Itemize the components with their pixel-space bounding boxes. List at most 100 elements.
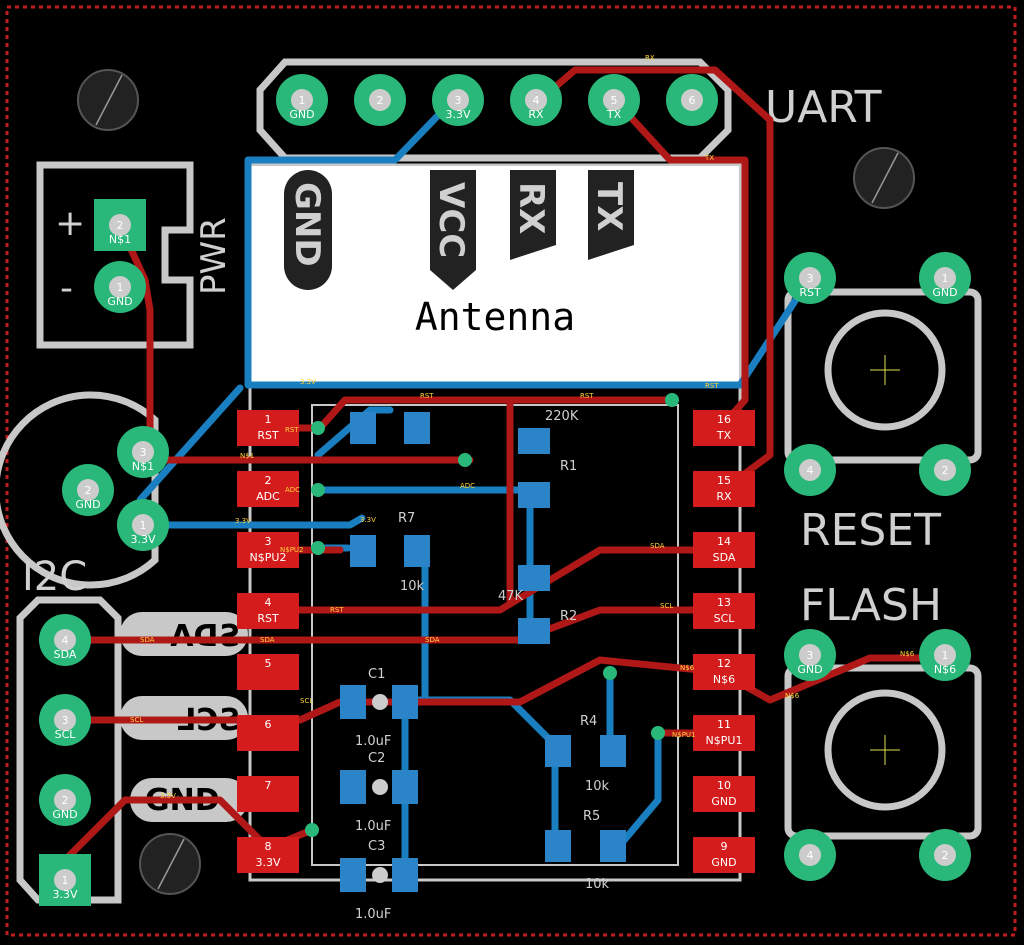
i2c-pin: 13.3V — [39, 854, 91, 906]
uart-pin: 33.3V — [432, 74, 484, 126]
pin-number: 3 — [807, 649, 814, 662]
svg-text:220K: 220K — [545, 409, 579, 424]
svg-text:N$PU1: N$PU1 — [672, 731, 696, 739]
mounting-hole — [139, 833, 201, 895]
pad-net-label: SDA — [713, 551, 736, 564]
rst-resistor — [350, 412, 430, 444]
pin-number: 3 — [455, 94, 462, 107]
pad-number: 1 — [265, 413, 272, 426]
pin-number: 1 — [299, 94, 306, 107]
pin-number: 2 — [942, 464, 949, 477]
pad-number: 5 — [265, 657, 272, 670]
pin-net-label: RST — [799, 286, 821, 299]
flash-pin: 1N$6 — [919, 629, 971, 681]
tx-mirror-label: TX — [588, 170, 634, 260]
svg-text:N$PU2: N$PU2 — [280, 546, 304, 554]
esp-left-pad: 5 — [237, 654, 299, 690]
esp-left-pad: 83.3V — [237, 837, 299, 873]
net-labels: RST RST RST RST ADC ADC SDA SDA SDA SDA … — [130, 54, 915, 800]
pwr-pin: 2N$1 — [94, 199, 146, 251]
i2c-label: I2C — [22, 554, 87, 600]
pad-net-label: RST — [257, 429, 279, 442]
pin-number: 3 — [140, 446, 147, 459]
vias — [305, 393, 679, 837]
pad-number: 15 — [717, 474, 731, 487]
pad-number: 2 — [265, 474, 272, 487]
board-outline — [5, 5, 1017, 937]
pin-number: 3 — [807, 272, 814, 285]
esp-inner-outline — [311, 404, 679, 866]
svg-text:R7: R7 — [398, 511, 415, 526]
pin-net-label: RX — [528, 108, 544, 121]
svg-text:SCL: SCL — [300, 697, 313, 705]
pad-net-label: GND — [711, 856, 736, 869]
pin-number: 1 — [942, 649, 949, 662]
pad-number: 3 — [265, 535, 272, 548]
regulator-pin: 13.3V — [117, 499, 169, 551]
pin-number: 5 — [611, 94, 618, 107]
flash-pin: 2 — [919, 829, 971, 881]
pin-net-label: GND — [932, 286, 957, 299]
pad-net-label: N$PU1 — [706, 734, 743, 747]
reset-label: RESET — [800, 505, 941, 556]
mounting-hole — [77, 69, 139, 131]
pad-number: 14 — [717, 535, 731, 548]
svg-text:RX: RX — [645, 54, 655, 62]
svg-text:1.0uF: 1.0uF — [355, 734, 391, 749]
svg-text:10k: 10k — [585, 779, 610, 794]
uart-pin: 6 — [666, 74, 718, 126]
esp-right-pad: 11N$PU1 — [693, 715, 755, 751]
pad-number: 9 — [721, 840, 728, 853]
svg-text:R4: R4 — [580, 714, 597, 729]
pad-net-label: N$PU2 — [250, 551, 287, 564]
svg-text:SDA: SDA — [260, 636, 275, 644]
pin-net-label: 3.3V — [445, 108, 470, 121]
svg-text:RST: RST — [330, 606, 344, 614]
svg-text:SCL: SCL — [130, 716, 143, 724]
pin-number: 4 — [62, 634, 69, 647]
pad-number: 16 — [717, 413, 731, 426]
pin-number: 4 — [807, 464, 814, 477]
pin-number: 1 — [942, 272, 949, 285]
pad-net-label: GND — [711, 795, 736, 808]
flash-button-outline — [784, 664, 982, 840]
pin-number: 2 — [942, 849, 949, 862]
svg-text:TX: TX — [704, 154, 714, 162]
svg-text:ADC: ADC — [460, 482, 475, 490]
esp-left-pad: 7 — [237, 776, 299, 812]
esp-right-pad: 12N$6 — [693, 654, 755, 690]
pad-number: 10 — [717, 779, 731, 792]
pin-number: 2 — [117, 219, 124, 232]
svg-text:1.0uF: 1.0uF — [355, 819, 391, 834]
svg-text:ADC: ADC — [285, 486, 300, 494]
pad-number: 12 — [717, 657, 731, 670]
uart-pin: 4RX — [510, 74, 562, 126]
pin-net-label: TX — [606, 108, 622, 121]
svg-text:10k: 10k — [585, 877, 610, 892]
pad-net-label: N$6 — [713, 673, 735, 686]
pin-number: 1 — [62, 874, 69, 887]
esp-left-pad: 6 — [237, 715, 299, 751]
svg-text:SDA: SDA — [425, 636, 440, 644]
pad-number: 6 — [265, 718, 272, 731]
pad-net-label: ADC — [256, 490, 280, 503]
reset-pin: 4 — [784, 444, 836, 496]
svg-text:SDA: SDA — [140, 636, 155, 644]
flash-label: FLASH — [800, 580, 942, 631]
svg-text:RX: RX — [511, 182, 551, 234]
